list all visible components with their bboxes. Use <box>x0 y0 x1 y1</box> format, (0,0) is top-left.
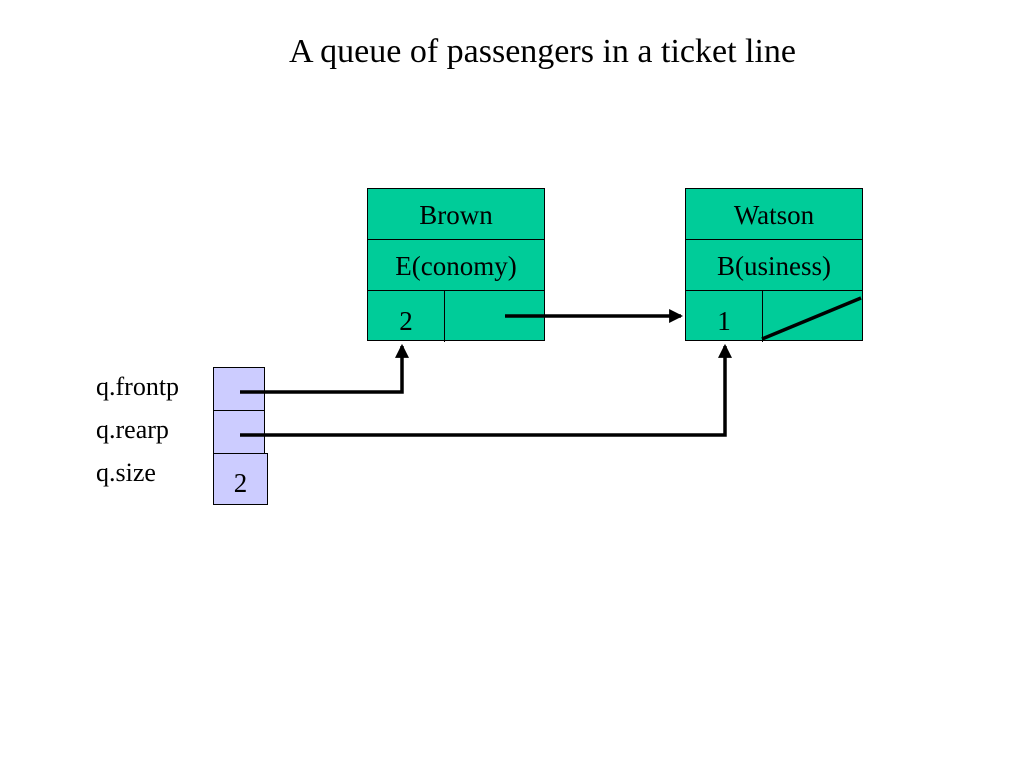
rear-pointer-box <box>213 410 265 454</box>
watson-null-slash <box>761 296 862 341</box>
rear-pointer-arrow <box>240 343 732 437</box>
front-pointer-box <box>213 367 265 411</box>
node-watson-class: B(usiness) <box>686 240 862 291</box>
node-brown-class: E(conomy) <box>368 240 544 291</box>
size-label: q.size <box>96 458 156 487</box>
node-brown-count: 2 <box>368 291 445 342</box>
front-pointer-arrow <box>240 343 409 394</box>
node-watson-count: 1 <box>686 291 763 342</box>
node-brown-link-row: 2 <box>368 291 544 342</box>
front-pointer-label: q.frontp <box>96 372 180 401</box>
node-brown-name: Brown <box>368 189 544 240</box>
node-watson-name: Watson <box>686 189 862 240</box>
rear-pointer-label: q.rearp <box>96 415 169 444</box>
node-watson: Watson B(usiness) 1 <box>685 188 863 342</box>
node-watson-link-row: 1 <box>686 291 862 342</box>
diagram-title: A queue of passengers in a ticket line <box>288 33 796 70</box>
node-brown: Brown E(conomy) 2 <box>367 188 545 342</box>
size-box: 2 <box>213 453 268 505</box>
